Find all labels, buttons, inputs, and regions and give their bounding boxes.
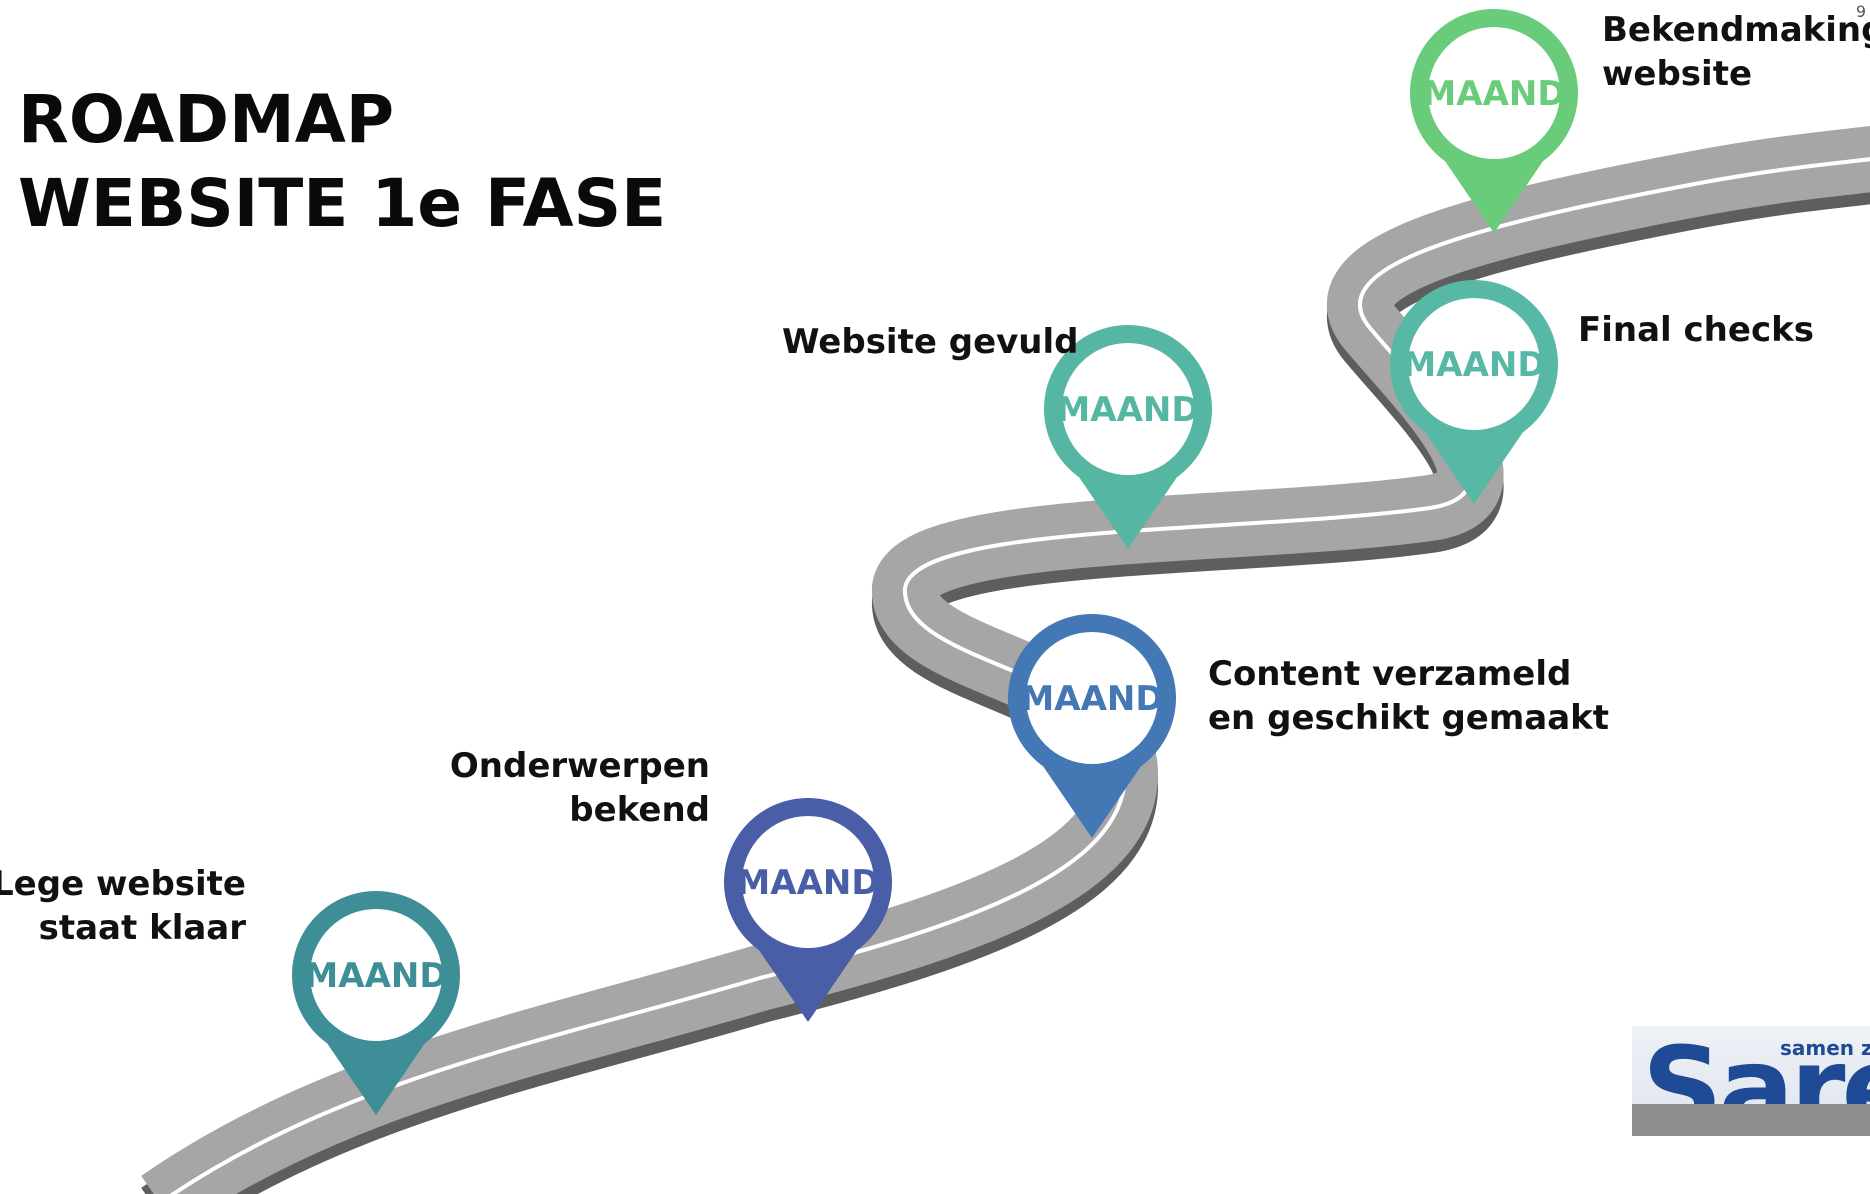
- map-pin-icon: MAAND: [1390, 280, 1558, 504]
- logo-tagline: samen z: [1780, 1036, 1870, 1060]
- milestone-label-5: Final checks: [1578, 308, 1814, 352]
- company-logo: Sare samen z: [1632, 1026, 1870, 1136]
- road-centerline: [169, 157, 1870, 1194]
- milestone-1-line-1: Lege website: [0, 864, 246, 904]
- milestone-label-3: Content verzameld en geschikt gemaakt: [1208, 652, 1609, 740]
- milestone-label-1: Lege website staat klaar: [0, 862, 246, 950]
- milestone-4-line-1: Website gevuld: [782, 322, 1079, 362]
- pin-month-label: MAAND: [1422, 74, 1565, 114]
- map-pin-icon: MAAND: [724, 798, 892, 1022]
- page-title: ROADMAP WEBSITE 1e FASE: [18, 78, 666, 246]
- milestone-label-2: Onderwerpen bekend: [450, 744, 710, 832]
- milestone-3-line-2: en geschikt gemaakt: [1208, 698, 1610, 738]
- milestone-6-line-1: Bekendmaking: [1602, 10, 1870, 50]
- milestone-label-6: Bekendmaking website: [1602, 8, 1870, 96]
- map-pin-icon: MAAND: [1410, 9, 1578, 233]
- milestone-5-line-1: Final checks: [1578, 310, 1814, 350]
- pin-center: [742, 816, 874, 948]
- pin-center: [1062, 343, 1194, 475]
- map-pin-icon: MAAND: [292, 891, 460, 1115]
- pin-month-label: MAAND: [1020, 679, 1163, 719]
- pin-month-label: MAAND: [304, 956, 447, 996]
- milestone-6-line-2: website: [1602, 54, 1753, 94]
- pin-month-label: MAAND: [1402, 345, 1545, 385]
- milestone-1-line-2: staat klaar: [38, 908, 246, 948]
- title-line-2: WEBSITE 1e FASE: [18, 165, 667, 242]
- title-line-1: ROADMAP: [18, 81, 395, 158]
- map-pin-icon: MAAND: [1008, 614, 1176, 838]
- pin-center: [1428, 27, 1560, 159]
- milestone-pins: MAAND MAAND MAAND MAAND MAAND MAAND: [292, 9, 1578, 1115]
- pin-center: [1408, 298, 1540, 430]
- pin-center: [1026, 632, 1158, 764]
- milestone-2-line-1: Onderwerpen: [449, 746, 710, 786]
- milestone-2-line-2: bekend: [569, 790, 710, 830]
- page-number: 9: [1855, 2, 1866, 21]
- map-pin-icon: MAAND: [1044, 325, 1213, 549]
- logo-bar: [1632, 1104, 1870, 1136]
- pin-center: [310, 909, 442, 1041]
- milestone-3-line-1: Content verzameld: [1208, 654, 1572, 694]
- road-body: [141, 125, 1870, 1194]
- pin-month-label: MAAND: [736, 863, 879, 903]
- milestone-label-4: Website gevuld: [782, 320, 1079, 364]
- pin-month-label: MAAND: [1056, 390, 1199, 430]
